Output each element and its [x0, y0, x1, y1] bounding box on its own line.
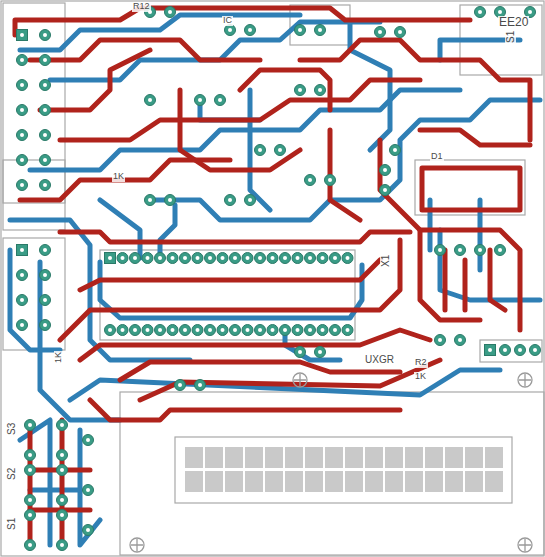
silkscreen-label: EE20: [498, 16, 529, 29]
silkscreen-label: 1K: [54, 351, 64, 364]
silkscreen-label: UXGR: [364, 354, 395, 365]
silkscreen-label: 1K: [414, 372, 427, 382]
silkscreen-label: S2: [6, 467, 17, 481]
silkscreen-label: S1: [505, 30, 516, 44]
top-traces: [15, 8, 530, 545]
silkscreen-label: R2: [414, 358, 428, 368]
silkscreen-label: 1K: [112, 172, 125, 182]
silkscreen-label: S3: [6, 422, 17, 436]
pads: [17, 7, 541, 551]
silkscreen-label: D1: [430, 152, 444, 162]
bottom-traces: [10, 15, 540, 545]
silkscreen-label: X1: [380, 254, 391, 268]
silkscreen-label: R12: [132, 2, 151, 12]
silkscreen-label: S1: [6, 517, 17, 531]
mounting-holes: [130, 373, 532, 552]
lcd-display: [185, 447, 505, 492]
silkscreen-label: IC: [222, 16, 233, 26]
